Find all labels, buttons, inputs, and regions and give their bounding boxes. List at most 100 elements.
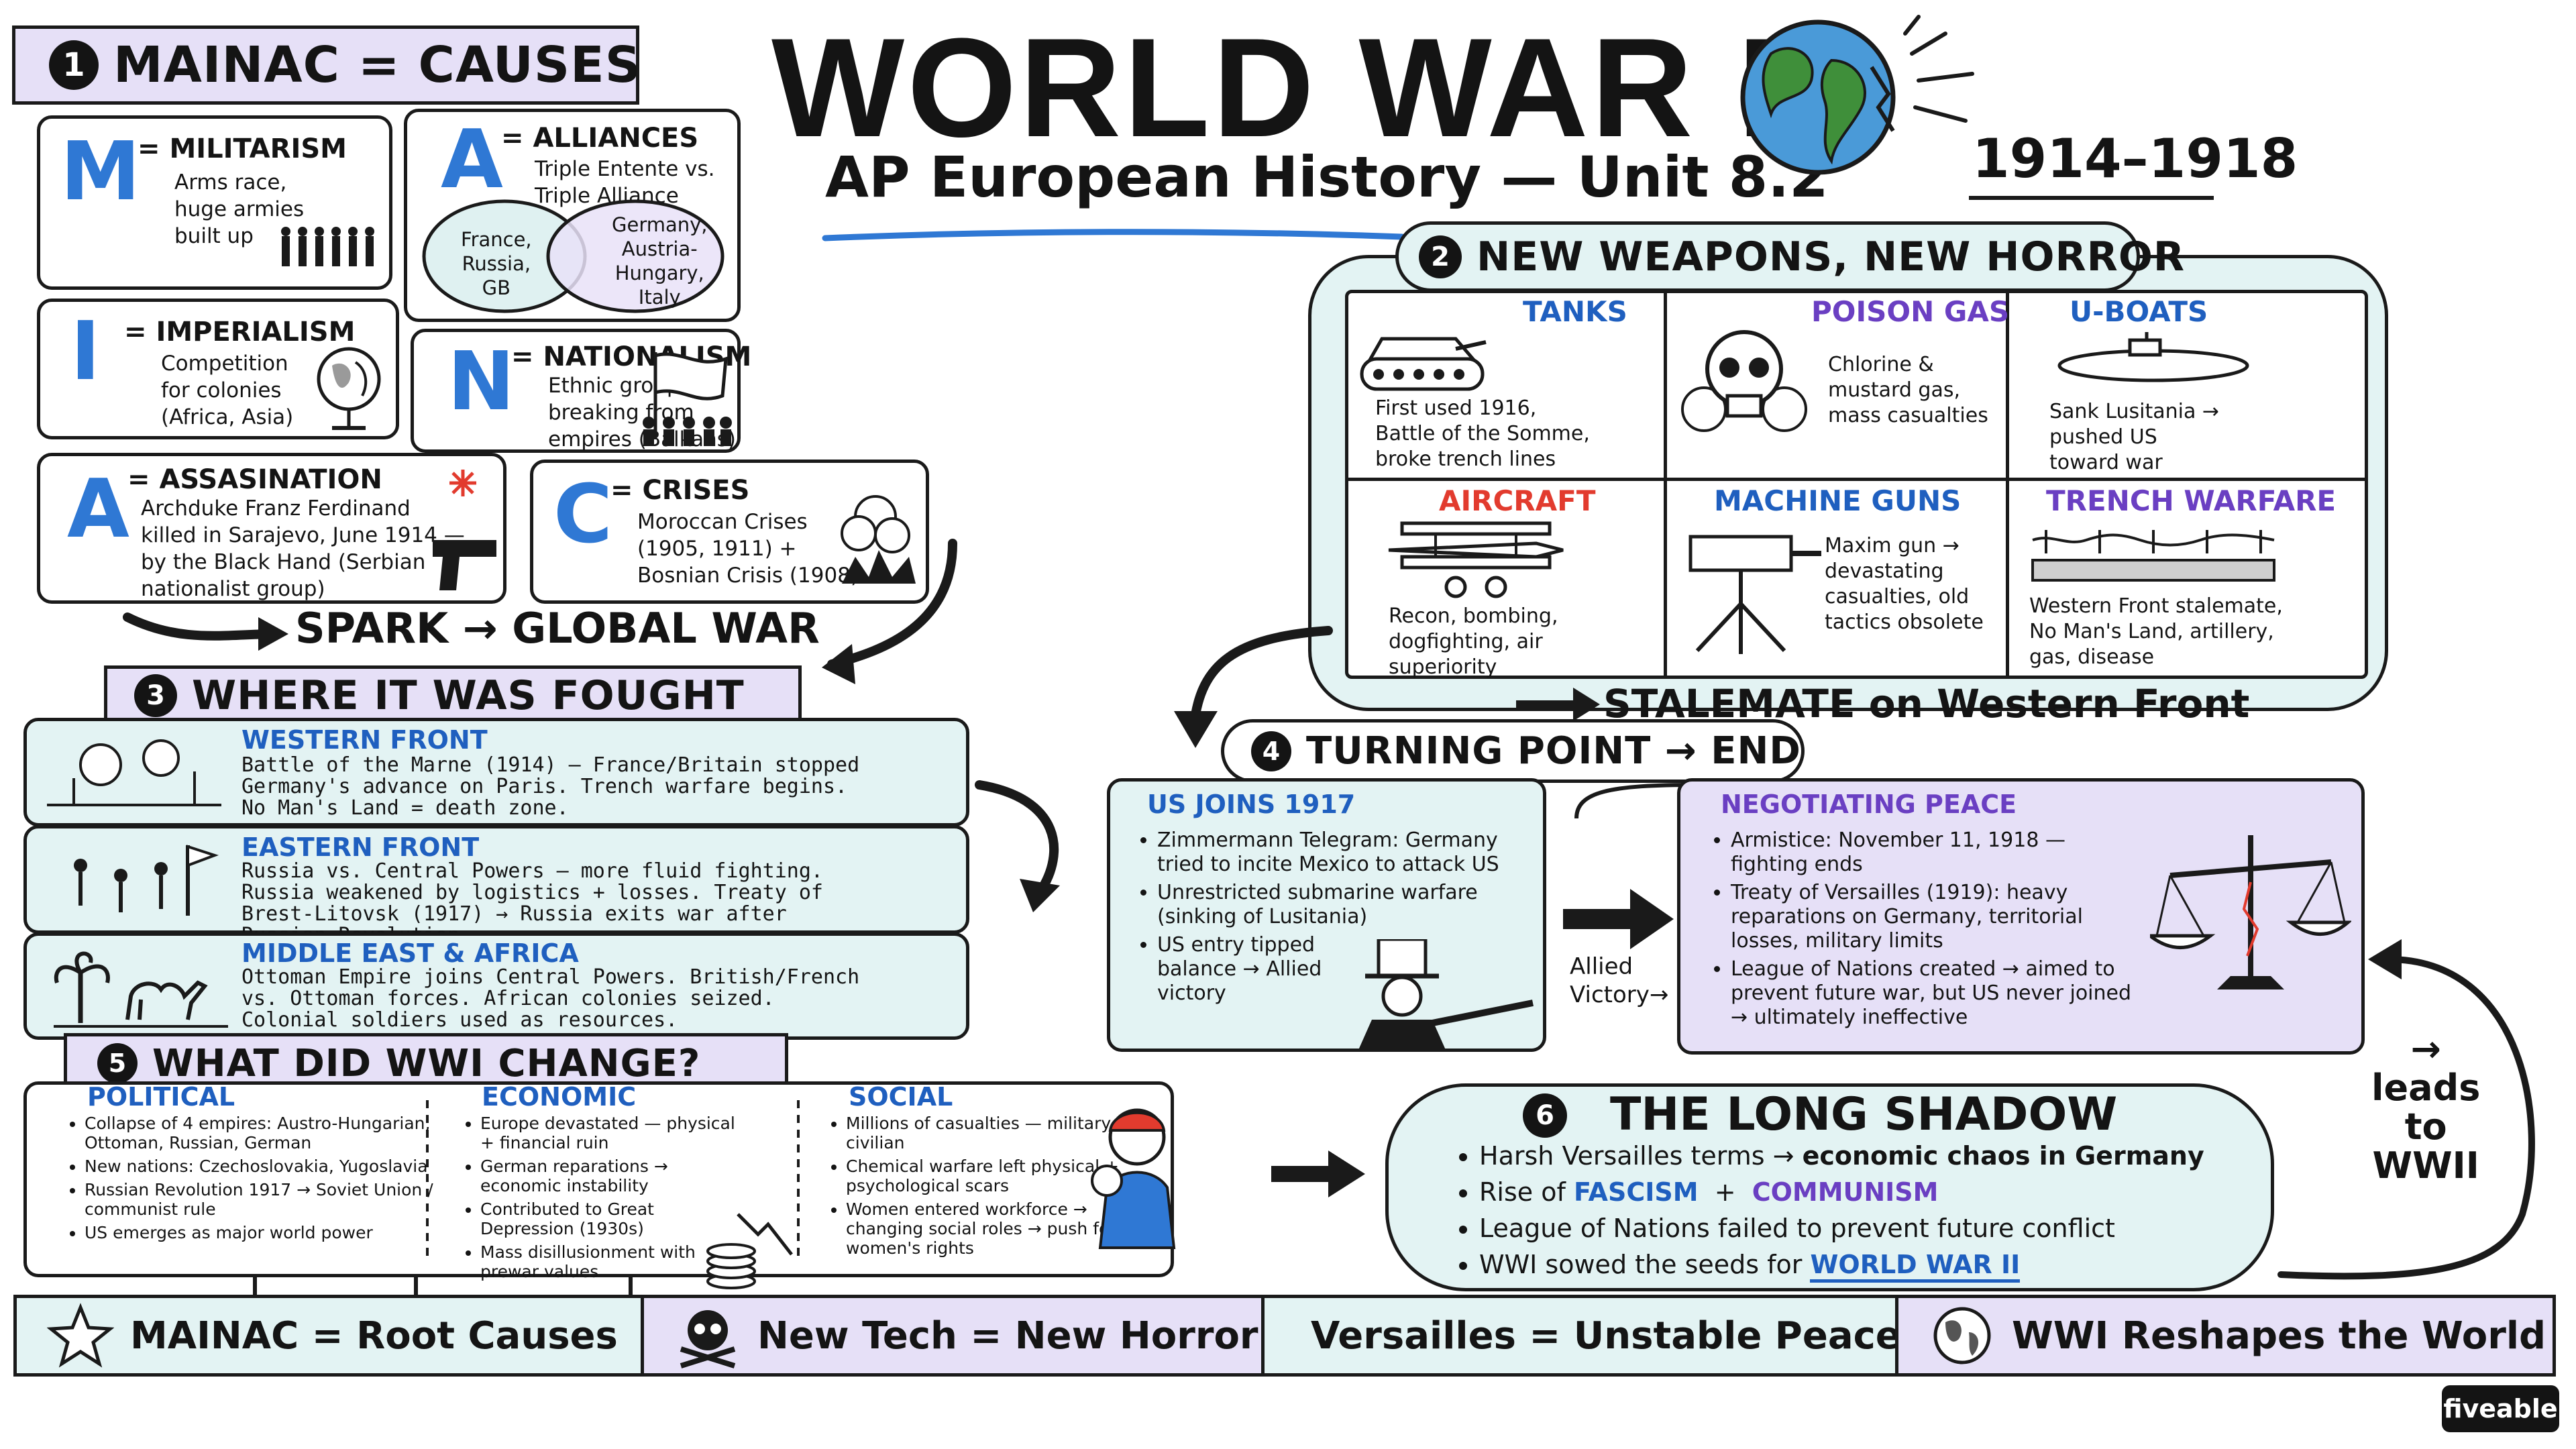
shadow-item-text: Rise of (1479, 1177, 1574, 1207)
fronts-header: 3 WHERE IT WAS FOUGHT (104, 665, 802, 726)
venn-right-label: Germany, Austria- Hungary, Italy (612, 213, 708, 309)
list-item: WWI sowed the seeds for WORLD WAR II (1479, 1249, 2251, 1283)
list-item: Armistice: November 11, 1918 — fighting … (1731, 828, 2133, 877)
biplane-icon (1388, 521, 1564, 598)
pistol-icon (433, 470, 496, 590)
peace-title: NEGOTIATING PEACE (1721, 790, 2017, 819)
list-item: Rise of FASCISM + COMMUNISM (1479, 1177, 2251, 1208)
cause-letter: A (67, 463, 129, 556)
fronts-side-arrow (975, 780, 1060, 912)
cause-title: = ALLIANCES (501, 123, 699, 154)
front-title: MIDDLE EAST & AFRICA (241, 938, 579, 968)
weapon-desc: Sank Lusitania → pushed US toward war (2049, 400, 2220, 474)
causes-down-arrow (822, 539, 957, 684)
allied-victory-label: Allied Victory→ (1570, 953, 1669, 1008)
shadow-item-bold: economic chaos in Germany (1802, 1141, 2204, 1171)
causes-number: 1 (49, 40, 99, 90)
list-item: Treaty of Versailles (1919): heavy repar… (1731, 881, 2133, 953)
summary-reshapes: WWI Reshapes the World (1895, 1295, 2556, 1377)
page-title: WORLD WAR I (771, 9, 1780, 166)
weapon-desc: Chlorine & mustard gas, mass casualties (1828, 353, 1988, 427)
cause-letter: C (553, 468, 613, 561)
change-title-social: SOCIAL (849, 1082, 953, 1112)
flag-crowd-icon (643, 352, 732, 446)
list-item: Women entered workforce → changing socia… (846, 1199, 1141, 1258)
weapon-title: TRENCH WARFARE (2046, 484, 2337, 517)
cause-desc: Competition for colonies (Africa, Asia) (161, 352, 294, 429)
to-shadow-arrow (1271, 1150, 1365, 1197)
world-globe-icon (317, 347, 381, 430)
venn-diagram (422, 199, 724, 313)
list-item: Contributed to Great Depression (1930s) (480, 1199, 735, 1238)
machine-gun-icon (1688, 535, 1821, 654)
front-card-middle-east: MIDDLE EAST & AFRICA Ottoman Empire join… (23, 932, 969, 1040)
cause-card-crises: C = CRISES Moroccan Crises (1905, 1911) … (530, 460, 929, 604)
fascism-label: FASCISM (1573, 1177, 1699, 1207)
list-item: Unrestricted submarine warfare (sinking … (1157, 881, 1546, 929)
cause-card-imperialism: I = IMPERIALISM Competition for colonies… (37, 299, 399, 439)
changes-heading: WHAT DID WWI CHANGE? (152, 1041, 701, 1085)
column-divider (426, 1100, 429, 1261)
cause-title: = CRISES (610, 475, 750, 506)
tank-icon (1360, 337, 1487, 391)
weapon-title: U-BOATS (2070, 295, 2208, 328)
change-list-political: Collapse of 4 empires: Austro-Hungarian,… (67, 1114, 433, 1246)
shadow-list: Harsh Versailles terms → economic chaos … (1459, 1140, 2251, 1284)
soldiers-advancing-icon (74, 845, 219, 916)
summary-text: New Tech = New Horror (757, 1313, 1258, 1358)
grid-divider (1664, 290, 1667, 679)
column-divider (797, 1100, 800, 1261)
falling-money-icon (706, 1213, 793, 1289)
cause-letter: I (70, 305, 101, 398)
fronts-number: 3 (134, 674, 177, 717)
cause-card-militarism: M = MILITARISM Arms race, huge armies bu… (37, 115, 392, 290)
cause-card-nationalism: N = NATIONALISM Ethnic groups breaking f… (411, 329, 751, 453)
shadow-heading: THE LONG SHADOW (1610, 1088, 2118, 1141)
weapon-desc: Western Front stalemate, No Man's Land, … (2029, 594, 2283, 669)
cause-desc: Moroccan Crises (1905, 1911) + Bosnian C… (637, 510, 859, 588)
date-range: 1914–1918 (1972, 127, 2298, 190)
summary-root-causes: MAINAC = Root Causes (13, 1295, 644, 1377)
summary-text: Versailles = Unstable Peace (1311, 1313, 1901, 1358)
stalemate-arrow (1516, 688, 1600, 721)
cause-letter: N (447, 335, 515, 429)
change-title-economic: ECONOMIC (482, 1082, 637, 1112)
turning-number: 4 (1251, 731, 1291, 771)
list-item: US emerges as major world power (85, 1223, 433, 1242)
globe-icon (1933, 1307, 1991, 1364)
subtitle-underline (822, 229, 1405, 241)
weapon-title: TANKS (1523, 295, 1627, 328)
list-item: Russian Revolution 1917 → Soviet Union /… (85, 1180, 433, 1219)
grid-divider (1345, 478, 2368, 481)
dates-underline (1969, 196, 2214, 200)
weapons-number: 2 (1419, 235, 1462, 278)
peace-card: NEGOTIATING PEACE Armistice: November 11… (1677, 778, 2365, 1055)
us-joins-card: US JOINS 1917 Zimmermann Telegram: Germa… (1107, 778, 1546, 1052)
us-joins-title: US JOINS 1917 (1147, 790, 1356, 819)
star-icon (47, 1303, 114, 1368)
turning-heading: TURNING POINT → END (1306, 729, 1801, 773)
front-title: WESTERN FRONT (241, 725, 488, 755)
weapons-header: 2 NEW WEAPONS, NEW HORROR (1395, 221, 2184, 292)
cracked-globe-icon (1740, 15, 1974, 175)
summary-text: WWI Reshapes the World (2012, 1313, 2546, 1358)
list-item: Zimmermann Telegram: Germany tried to in… (1157, 828, 1546, 877)
fronts-heading: WHERE IT WAS FOUGHT (192, 672, 745, 719)
battlefield-icon (47, 739, 221, 806)
summary-new-tech: New Tech = New Horror (641, 1295, 1265, 1377)
weapons-heading: NEW WEAPONS, NEW HORROR (1477, 233, 2186, 280)
soldiers-icon (281, 227, 374, 266)
weapon-title: MACHINE GUNS (1714, 484, 1962, 517)
us-joins-list: Zimmermann Telegram: Germany tried to in… (1137, 828, 1546, 1010)
leads-to-label: → leads to WWII (2371, 1028, 2481, 1187)
weapon-desc: Recon, bombing, dogfighting, air superio… (1389, 604, 1558, 679)
curve-connector (1574, 783, 1698, 819)
list-item: New nations: Czechoslovakia, Yugoslavia (85, 1157, 433, 1176)
cause-card-alliances: A = ALLIANCES Triple Entente vs. Triple … (404, 109, 741, 322)
scales-icon (2150, 835, 2351, 989)
changes-number: 5 (97, 1043, 138, 1083)
cause-letter: A (441, 113, 503, 207)
summary-text: MAINAC = Root Causes (130, 1313, 618, 1358)
list-item: Millions of casualties — military + civi… (846, 1114, 1141, 1152)
front-title: EASTERN FRONT (241, 833, 480, 862)
